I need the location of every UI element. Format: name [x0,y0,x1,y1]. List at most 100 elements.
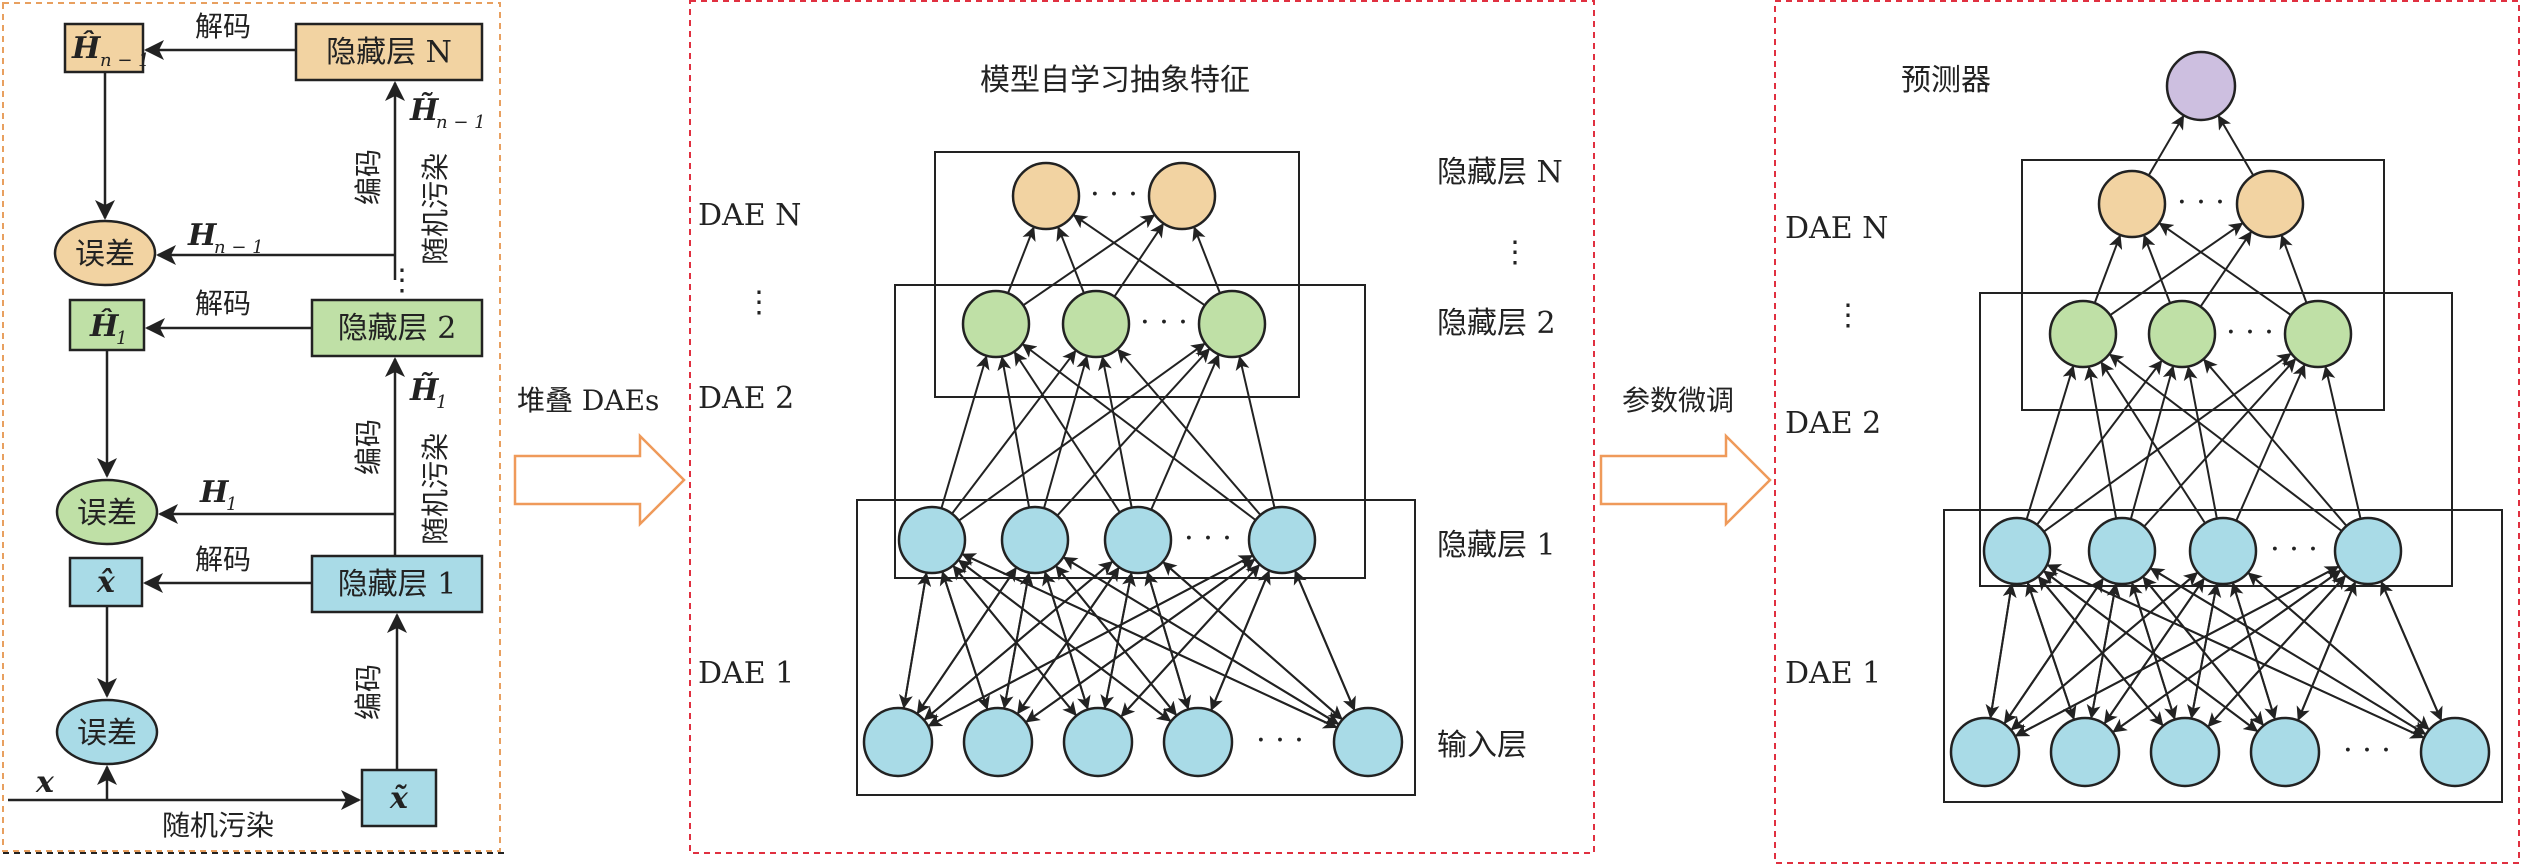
middle-node-hidden1 [1000,505,1070,575]
x-tilde-box [360,768,438,828]
middle-back-connection [1043,571,1091,710]
middle-back-connection [1025,558,1256,723]
right-back-connection [2026,581,2077,721]
middle-connection [1056,226,1085,294]
error-ellipse-x [55,698,159,766]
middle-connection [951,349,1077,515]
hidden-layer-1-box [310,554,484,614]
right-dots-hiddenN: · · · [2177,185,2225,220]
right-node-input [2049,716,2121,788]
h-n1-symbol: H [187,218,218,253]
middle-node-input [1162,706,1234,778]
middle-connection [1117,348,1262,516]
right-node-hidden1 [2087,516,2157,586]
right-vdots: ⋮ [1833,298,1863,333]
middle-node-hiddenN [1011,161,1081,231]
right-dae-1-frame [1943,509,2503,803]
middle-connection [940,355,990,509]
middle-dae-1-label: DAE 1 [698,656,794,691]
middle-dots-hidden1: · · · [1184,521,1232,556]
right-connection [2203,358,2348,527]
finetune-arrow: 参数微调 [1599,384,1772,528]
middle-dae-n-frame [934,151,1300,398]
middle-back-connection [1017,566,1121,715]
h-tilde-1-symbol: H̃ [409,373,440,408]
middle-node-hidden2 [1197,289,1267,359]
right-node-input [2419,716,2491,788]
middle-node-hidden1 [1247,505,1317,575]
h-n1-sub: n − 1 [214,237,264,258]
right-node-input [2249,716,2321,788]
middle-back-connection [1100,572,1133,710]
x-hat-symbol: x̂ [96,565,116,600]
right-panel: 预测器 DAE N ⋮ DAE 2 DAE 1 · · ·· · ·· · ··… [1774,0,2520,864]
right-node-hidden2 [2147,299,2217,369]
h-tilde-n1-sub: n − 1 [436,112,486,133]
middle-dots-hidden2: · · · [1140,305,1188,340]
right-node-hidden2 [2283,299,2353,369]
right-dae-2-label: DAE 2 [1785,406,1881,441]
right-back-connection [2231,582,2278,720]
right-connection [2093,234,2123,304]
middle-connection [958,343,1206,522]
right-back-connection [2046,563,2425,739]
right-dots-input: · · · [2343,733,2391,768]
middle-connection [1013,351,1121,513]
right-connection [2100,361,2206,524]
middle-title: 模型自学习抽象特征 [980,63,1250,98]
right-connection [2235,363,2306,522]
h-tilde-1-sub: 1 [436,392,447,413]
middle-dots-input: · · · [1256,723,1304,758]
middle-dots-hiddenN: · · · [1090,177,1138,212]
right-back-connection [2247,571,2430,730]
h-1-symbol: H [199,475,230,510]
stack-arrow-shape [513,432,686,528]
middle-back-connection [1062,556,1340,725]
right-connection [2183,366,2218,519]
middle-connection [1150,353,1220,511]
stack-arrow: 堆叠 DAEs [513,384,686,528]
middle-back-connection [927,554,1254,727]
right-back-connection [2380,580,2443,722]
decode-label-1: 解码 [195,543,251,576]
middle-connection [1022,343,1257,521]
right-back-connection [2207,574,2347,728]
right-node-hidden1 [2333,516,2403,586]
h-tilde-n1-symbol: H̃ [409,93,440,128]
right-connection [2036,359,2163,526]
right-back-connection [2003,577,2105,725]
right-connections [1985,115,2443,739]
right-connection [2279,234,2308,304]
middle-connection [1235,355,1276,509]
h-hat-1-sub: 1 [116,328,127,349]
middle-back-connection [916,566,1018,715]
hidden-layer-2-label: 隐藏层 2 [338,311,457,346]
middle-node-input [862,706,934,778]
right-back-connection [1985,583,2013,719]
middle-back-connection [1120,563,1261,718]
middle-dae-1-frame [856,499,1416,796]
right-dae-n-label: DAE N [1785,211,1888,246]
middle-node-hidden2 [961,289,1031,359]
middle-connections [898,214,1356,729]
right-connection [2129,365,2177,520]
middle-input-label: 输入层 [1437,728,1527,763]
middle-back-connection [952,564,1077,717]
encode-label-2: 编码 [352,419,385,475]
right-connection [2108,353,2343,532]
middle-back-connection [1294,569,1356,712]
right-connection [2217,115,2255,177]
right-node-hidden1 [2188,516,2258,586]
right-dae-1-label: DAE 1 [1785,656,1881,691]
h-hat-n1-symbol: Ĥ [71,30,102,66]
decode-label-n: 解码 [195,10,251,43]
h-1-sub: 1 [226,494,237,515]
right-connection [2043,353,2292,533]
h-hat-n1-sub: n − 1 [100,50,150,71]
finetune-arrow-label: 参数微调 [1622,384,1734,417]
right-connection [2321,365,2362,520]
right-back-connection [2186,583,2218,719]
right-connection [2158,222,2292,316]
middle-back-connection [941,571,990,711]
